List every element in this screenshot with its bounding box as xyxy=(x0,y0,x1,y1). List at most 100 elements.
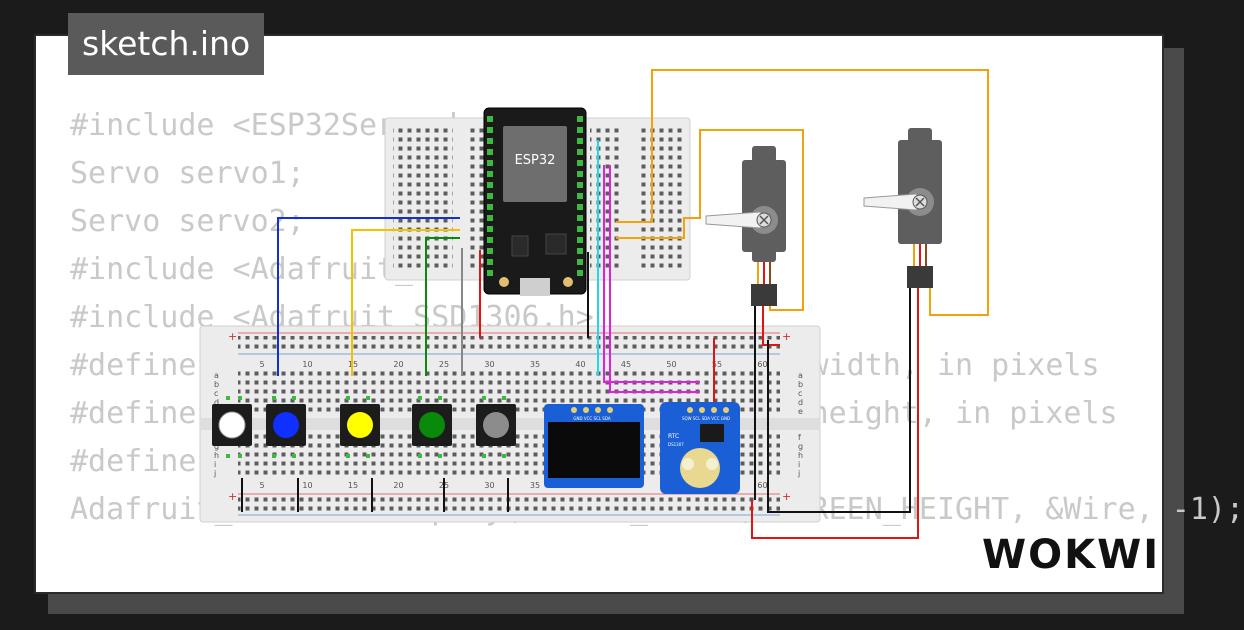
esp32-pin xyxy=(487,127,493,133)
breadboard-row-letter: j xyxy=(213,469,216,478)
breadboard-column-number: 45 xyxy=(621,360,631,369)
connection-dot xyxy=(272,396,276,400)
esp32-pin xyxy=(577,259,583,265)
esp32-pin xyxy=(577,160,583,166)
pushbutton-yellow[interactable] xyxy=(340,404,380,446)
esp32-pin xyxy=(487,171,493,177)
esp32-pin xyxy=(487,160,493,166)
esp32-pin xyxy=(577,226,583,232)
breadboard-column-number: 30 xyxy=(484,481,494,490)
esp32-board[interactable]: ESP32 xyxy=(483,107,587,296)
esp32-pin xyxy=(577,171,583,177)
pushbutton-blue[interactable] xyxy=(266,404,306,446)
esp32-pin xyxy=(487,204,493,210)
connection-dot xyxy=(502,396,506,400)
breadboard-row-letter: g xyxy=(798,442,803,451)
wire-orange-servo1 xyxy=(616,69,989,316)
esp32-pin xyxy=(577,248,583,254)
breadboard-column-number: 5 xyxy=(259,481,264,490)
esp32-pin xyxy=(487,116,493,122)
wire-black-servo2 xyxy=(767,285,911,513)
breadboard-column-number: 15 xyxy=(348,481,358,490)
power-rail-plus: + xyxy=(782,330,791,343)
power-rail-plus: + xyxy=(228,330,237,343)
breadboard-column-number: 20 xyxy=(393,360,403,369)
breadboard-row-letter: d xyxy=(214,398,219,407)
esp32-pin xyxy=(487,215,493,221)
breadboard-column-number: 55 xyxy=(712,360,722,369)
breadboard-column-number: 10 xyxy=(302,481,312,490)
servo-motor-1[interactable] xyxy=(705,146,786,306)
code-line: Servo servo1; xyxy=(70,156,305,191)
connection-dot xyxy=(366,454,370,458)
wokwi-logo-text: WOKWI xyxy=(982,532,1160,578)
rtc-module[interactable]: SQW SCL SDA VCC GND RTC DS1307 xyxy=(660,402,740,494)
sketch-filename-tab[interactable]: sketch.ino xyxy=(68,13,265,75)
connection-dot xyxy=(438,396,442,400)
breadboard-column-number: 35 xyxy=(530,360,540,369)
esp32-pin xyxy=(577,215,583,221)
wire-blue xyxy=(277,217,460,376)
connection-dot xyxy=(438,454,442,458)
breadboard-row-letter: c xyxy=(214,389,218,398)
breadboard-row-letter: b xyxy=(798,380,803,389)
breadboard-row-letter: h xyxy=(214,451,219,460)
connection-dot xyxy=(292,396,296,400)
esp32-pin xyxy=(577,116,583,122)
breadboard-row-letter: e xyxy=(798,407,803,416)
esp32-pin xyxy=(487,270,493,276)
esp32-pin xyxy=(487,226,493,232)
breadboard-row-letter: i xyxy=(214,460,216,469)
wokwi-logo: WOKWI xyxy=(982,532,1158,578)
servo-motor-2[interactable] xyxy=(863,128,942,288)
connection-dots xyxy=(226,396,506,458)
breadboard-row-letter: a xyxy=(798,371,803,380)
oled-display[interactable]: GND VCC SCL SDA xyxy=(544,404,644,488)
breadboard-column-number: 60 xyxy=(757,481,767,490)
esp32-pin xyxy=(577,182,583,188)
connection-dot xyxy=(238,396,242,400)
wire-red-servo1 xyxy=(762,300,780,346)
esp32-pin xyxy=(487,237,493,243)
connection-dot xyxy=(272,454,276,458)
esp32-pin xyxy=(487,248,493,254)
esp32-pin xyxy=(577,149,583,155)
breadboard-column-number: 30 xyxy=(484,360,494,369)
breadboard-row-letter: j xyxy=(797,469,800,478)
breadboard-column-number: 40 xyxy=(575,360,585,369)
breadboard-column-number: 35 xyxy=(530,481,540,490)
connection-dot xyxy=(292,454,296,458)
esp32-pin xyxy=(487,193,493,199)
esp32-pin xyxy=(487,149,493,155)
breadboard-row-letter: d xyxy=(798,398,803,407)
breadboard-row-letter: i xyxy=(798,460,800,469)
oled-pin-labels: GND VCC SCL SDA xyxy=(573,416,610,421)
connection-dot xyxy=(238,454,242,458)
breadboard-column-number: 60 xyxy=(757,360,767,369)
breadboard-column-number: 10 xyxy=(302,360,312,369)
wire-yellow xyxy=(351,229,460,376)
esp32-pin xyxy=(577,204,583,210)
wire-orange-servo2 xyxy=(616,129,804,311)
breadboard-column-number: 5 xyxy=(259,360,264,369)
pushbutton-gray[interactable] xyxy=(476,404,516,446)
rtc-pin-labels: SQW SCL SDA VCC GND xyxy=(682,416,730,421)
wires xyxy=(241,69,989,539)
wire-red-servo2 xyxy=(751,285,919,539)
connection-dot xyxy=(502,454,506,458)
connection-dot xyxy=(346,454,350,458)
esp32-pin xyxy=(577,193,583,199)
breadboard-row-letter: f xyxy=(798,433,801,442)
rtc-chip-label: DS1307 xyxy=(668,442,684,447)
pushbutton-green[interactable] xyxy=(412,404,452,446)
breadboard-row-letter: h xyxy=(798,451,803,460)
esp32-pin xyxy=(577,138,583,144)
connection-dot xyxy=(418,454,422,458)
breadboard-row-letter: b xyxy=(214,380,219,389)
wire-magenta-2 xyxy=(609,165,700,393)
power-rail-plus: + xyxy=(782,490,791,503)
pushbutton-white[interactable] xyxy=(212,404,252,446)
breadboard-row-letter: c xyxy=(798,389,802,398)
breadboard-row-letter: a xyxy=(214,371,219,380)
